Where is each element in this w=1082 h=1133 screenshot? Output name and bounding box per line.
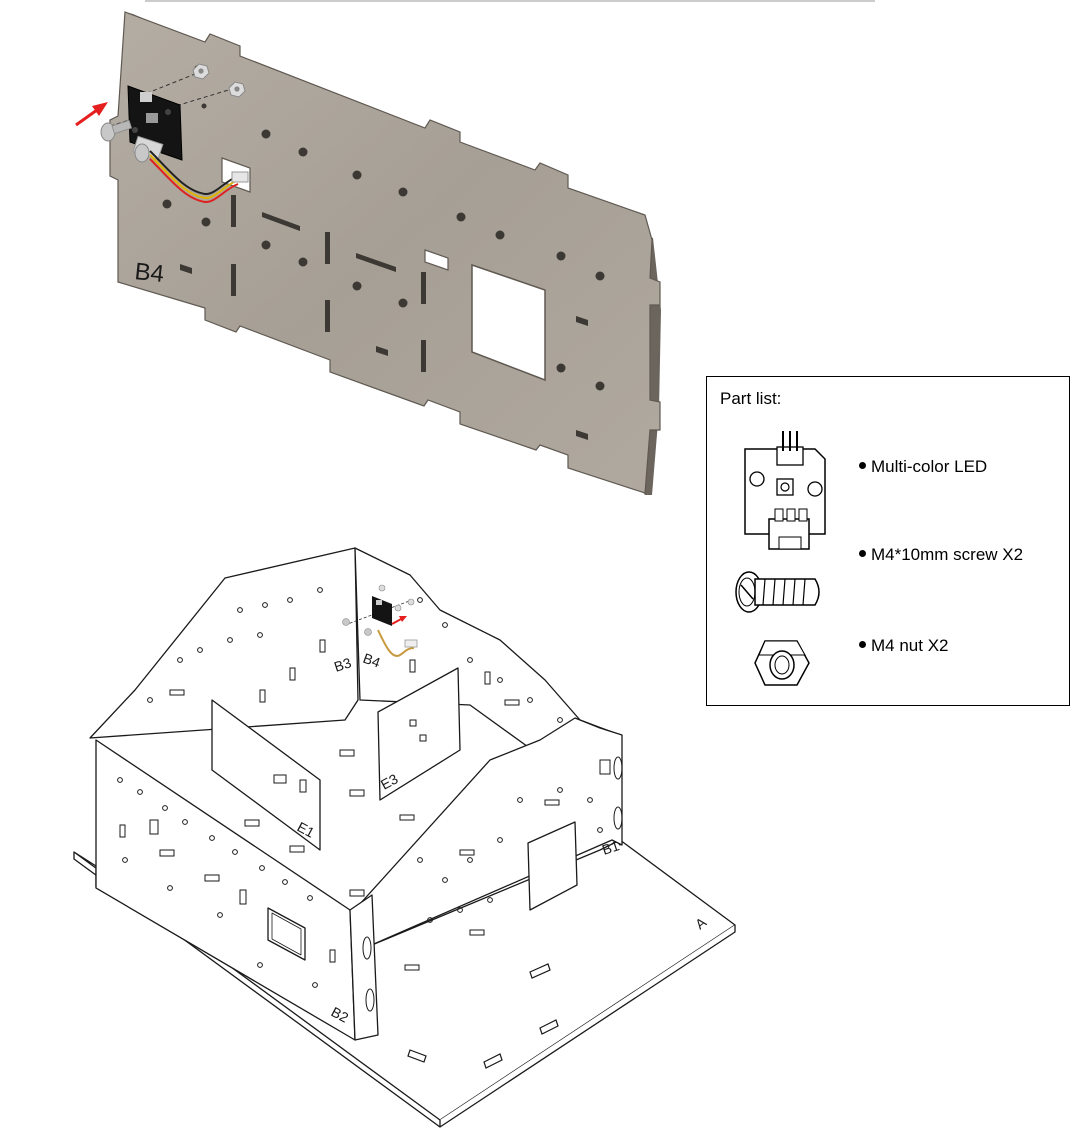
label-e1: E1 [295, 819, 318, 841]
base-slots [407, 963, 559, 1069]
label-e3: E3 [378, 770, 401, 792]
label-b4: B4 [361, 650, 383, 671]
partition-e3 [377, 667, 461, 801]
plate-label: B4 [133, 258, 165, 288]
house-assembly [73, 547, 736, 1128]
screw-icon [735, 571, 820, 613]
part-item-screw: M4*10mm screw X2 [859, 545, 1023, 565]
bullet-icon [859, 462, 866, 470]
nut-icon [754, 640, 810, 686]
house-details [117, 587, 623, 1012]
part-list-panel: Part list: Multi-color LED M4*10mm screw… [706, 376, 1070, 706]
bullet-icon [859, 550, 866, 558]
partition-e1 [211, 699, 321, 851]
label-b2: B2 [329, 1004, 352, 1026]
led-module-icon [744, 431, 826, 550]
label-b3: B3 [332, 654, 353, 675]
screw-icon [134, 143, 150, 163]
nut-icon [228, 81, 246, 98]
nut-icon [192, 63, 210, 80]
led-module-exploded [75, 63, 249, 204]
wall-b1 [349, 717, 623, 951]
bullet-icon [859, 641, 866, 649]
part-item-led: Multi-color LED [859, 457, 987, 477]
screw-icon [100, 119, 133, 142]
led-module-mounted [342, 584, 418, 657]
plate-b4: B4 [109, 11, 661, 495]
insert-arrow-icon [75, 102, 108, 127]
door [527, 821, 578, 911]
label-b1: B1 [600, 837, 621, 858]
part-item-nut: M4 nut X2 [859, 636, 949, 656]
part-list-title: Part list: [720, 389, 782, 408]
